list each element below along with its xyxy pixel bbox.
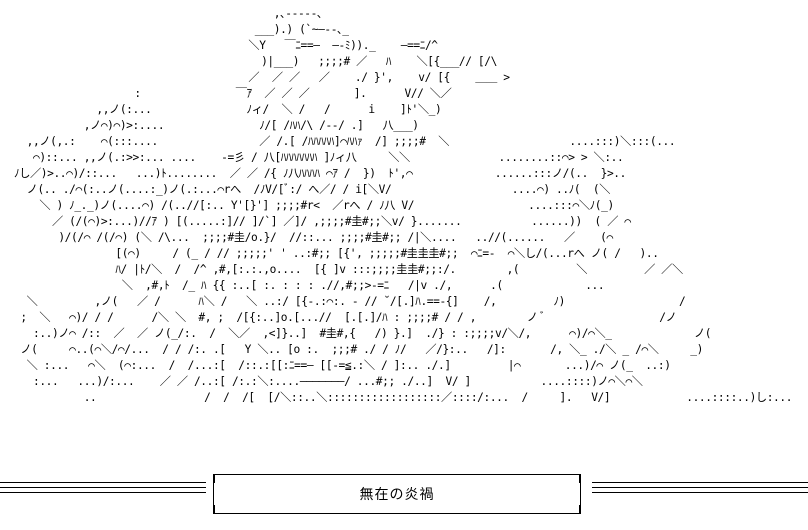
ascii-art-line: )/(/⌒ /(/⌒) (＼ /\... ;;;;#圭/o.}/ //::...… <box>14 231 613 244</box>
ascii-art-line: ﾊ/ |ﾄ/＼ / /^ ,#,[:.:.,o.... [{ ]v :::;;;… <box>14 263 683 276</box>
ascii-art-line: ,,ノ(:... ﾉィ/ ＼ / / i ]ﾄ'＼_) <box>14 103 442 116</box>
ascii-art-line: ,､-----､ <box>14 7 323 20</box>
ascii-art-line: ノ( ⌒..(⌒＼/⌒/... / / /:. .[ Y ＼.. [o :. ;… <box>14 343 703 356</box>
ascii-art-line: : ￣ｱ ／ ／ ／ ]. V// ＼／ <box>14 87 452 100</box>
ascii-art-line: ＼ ,ノ( ／ / ﾊ＼ / ＼ ..:/ [{-.:⌒:. - // ˘/[.… <box>14 295 686 308</box>
caption-box: 無在の炎禍 <box>213 474 581 514</box>
ascii-art-line: ,,ノ(,.: ⌒(:::.... ／ /.[ /ﾊﾊﾊﾊﾊ]⌒ﾊﾊｧ /] ;… <box>14 135 676 148</box>
left-rule-bottom <box>0 492 206 493</box>
caption-title: 無在の炎禍 <box>359 487 435 503</box>
ascii-art-line: ﾉし／)>..⌒)/::... ...)ﾄ........ ／ ／ /{ ﾉ八ﾊ… <box>14 167 626 180</box>
ascii-art-line: :..)ノ⌒ /:: ／ ／ ノ(_/:. / ＼／ ,<]}..] #圭#,{… <box>14 327 712 340</box>
ascii-art: ,､-----､ ___).) (`~―--､_ ＼Y ￣ﾆ==― ―-ﾐ)).… <box>14 6 792 406</box>
ascii-art-line: :... ...)/:... ／ ／ /..:[ /:.:＼:....―――――… <box>14 375 643 388</box>
ascii-art-line: ＼Y ￣ﾆ==― ―-ﾐ))._ ―==ﾆ/^ <box>14 39 438 52</box>
caption-box-tick-bottom-left <box>213 505 215 514</box>
caption-box-tick-top-right <box>579 474 581 483</box>
ascii-art-line: ___).) (`~―--､_ <box>14 23 349 36</box>
ascii-art-line: ＼ ,#,ﾄ /_ ﾊ {{ :..[ :. : : : .//,#;;>-=ﾆ… <box>14 279 605 292</box>
ascii-art-line: ＼ :... ⌒＼ (⌒:... / /...:[ /::.:[[:ﾆ==― [… <box>14 359 671 372</box>
ascii-art-line: ／ (/(⌒)>:...)//ｱ ) [(.....:]// ]/`] ／]/ … <box>14 215 631 228</box>
ascii-art-line: )|___) ;;;;# ／ ﾊ ＼[{___// [/\ <box>14 55 497 68</box>
caption-box-tick-top-left <box>213 474 215 483</box>
right-rule-middle <box>592 487 808 488</box>
caption-box-tick-bottom-right <box>579 505 581 514</box>
ascii-art-line: ノ(.. ./⌒(:..ノ(....:_)ノ(.:...⌒rへ /ﾉV/[ﾞ:/… <box>14 183 611 196</box>
ascii-art-line: ＼ ) ﾉ_._)ノ(....⌒) /(..//[:.. Y'[}'] ;;;;… <box>14 199 614 212</box>
ascii-art-line: ,ノ⌒)⌒)>:.... ﾉ/[ /ﾊﾊ/\ /--/ .] 八___) <box>14 119 419 132</box>
ascii-art-line: ⌒)::... ,,ノ(.:>>:... .... -=彡 / 八[ﾊﾊﾊﾊﾊﾊ… <box>14 151 624 164</box>
ascii-art-line: [(⌒) / (_ / // ;;;;;' ' ..:#;; [{', ;;;;… <box>14 247 659 260</box>
left-rule-middle <box>0 487 206 488</box>
left-rule-top <box>0 482 206 483</box>
ascii-art-line: ／ ／ ／ ／ ./ }', v/ [{ ＿＿ > <box>14 71 510 84</box>
ascii-art-line: .. / / /[ [/＼::..＼::::::::::::::::::／:::… <box>14 391 793 404</box>
right-rule-top <box>592 482 808 483</box>
ascii-art-frame: ,､-----､ ___).) (`~―--､_ ＼Y ￣ﾆ==― ―-ﾐ)).… <box>14 6 792 406</box>
ascii-art-line: ; ＼ ⌒)/ / / /＼ ＼ #, ; /[{:..]o.[...// [.… <box>14 311 677 324</box>
right-rule-bottom <box>592 492 808 493</box>
